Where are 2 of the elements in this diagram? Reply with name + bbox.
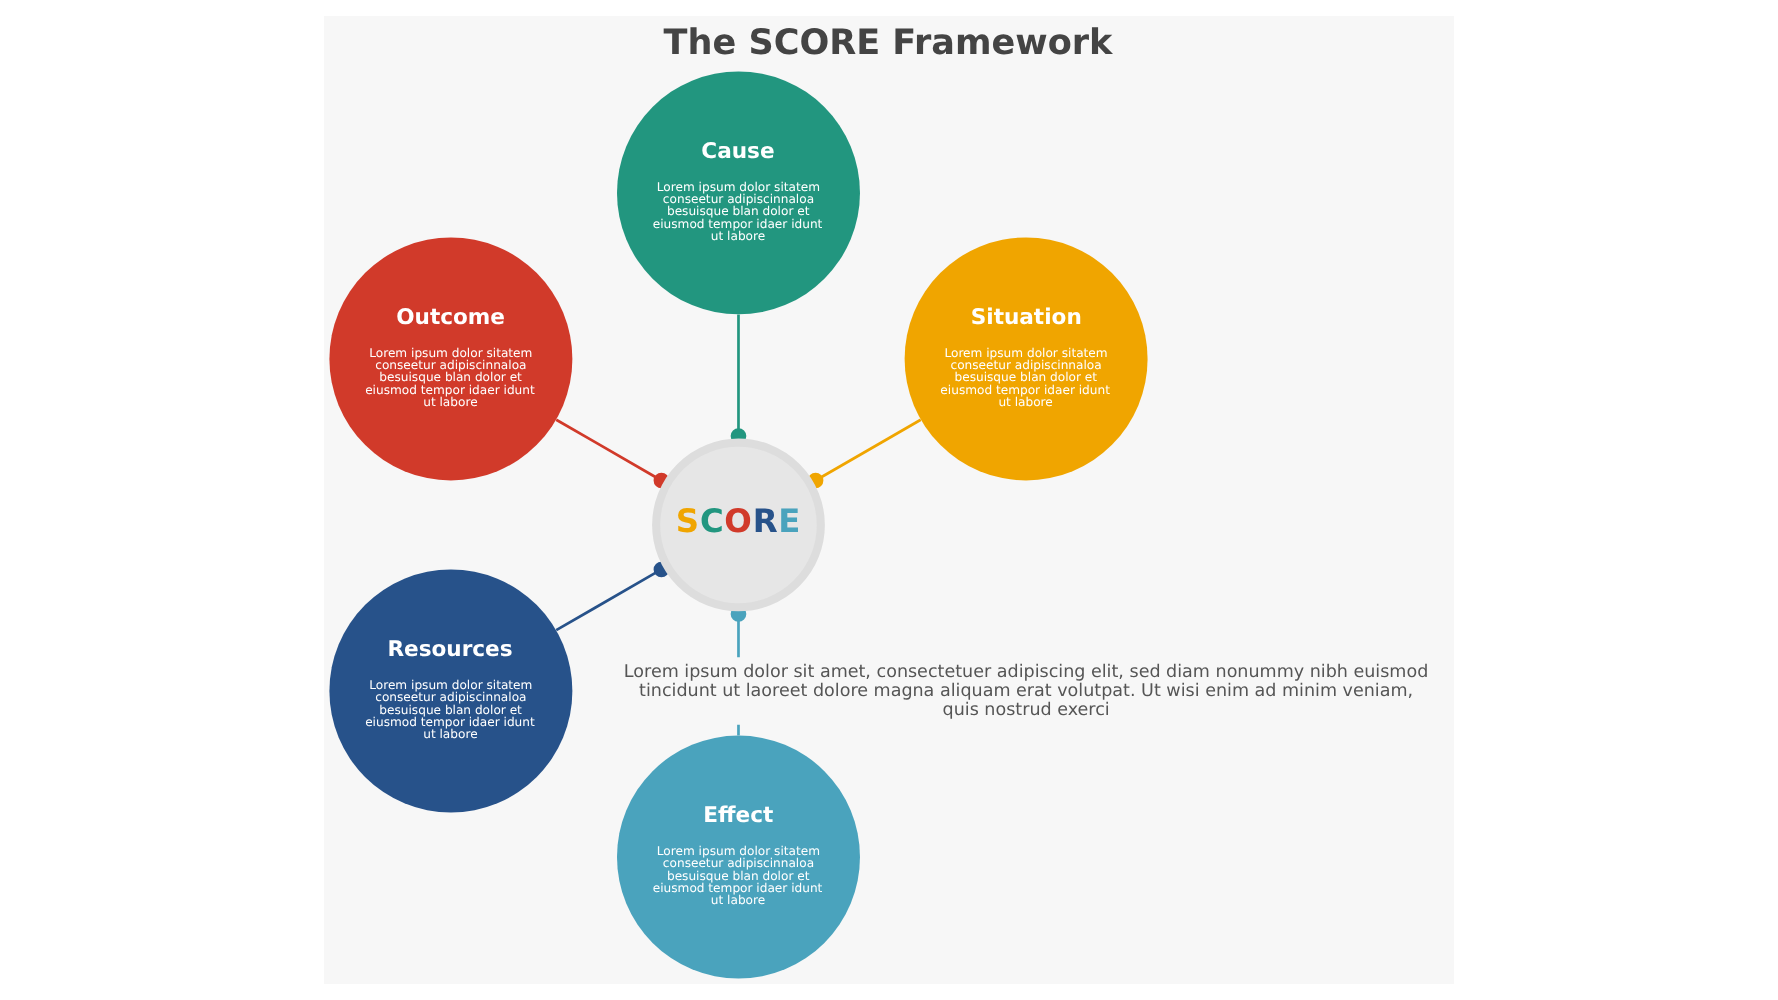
diagram-title: The SCORE Framework xyxy=(663,23,1113,64)
label: Lorem ipsum dolor sit amet, consectetuer adipiscing elit, sed diam nonummy nibh euismod tincidunt ut laoreet dolore magna aliquam erat volutpat. Ut wisi enim ad minim veniam, quis nostrud exerci xyxy=(623,662,1429,721)
